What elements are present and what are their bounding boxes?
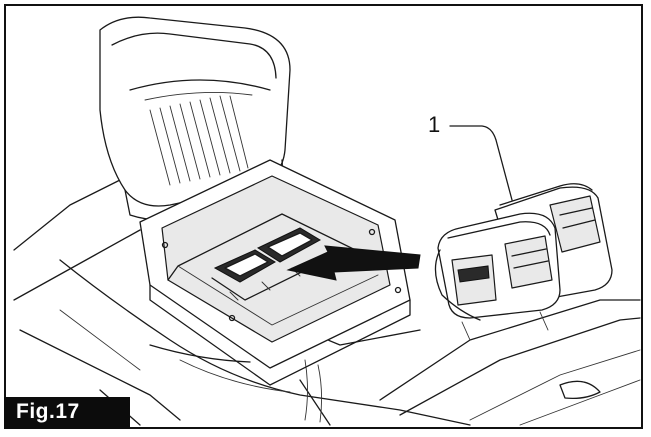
battery-pack-front (434, 212, 561, 341)
figure-label-box: Fig.17 (4, 397, 130, 429)
battery-ports (211, 227, 331, 301)
figure-frame (4, 4, 643, 429)
insert-arrow (286, 245, 421, 281)
figure-label: Fig.17 (16, 400, 80, 423)
seat-vent-ribs (144, 91, 253, 186)
callout-1-leader (449, 125, 513, 201)
seat-raised (99, 16, 291, 221)
callout-number-1: 1 (428, 112, 441, 137)
